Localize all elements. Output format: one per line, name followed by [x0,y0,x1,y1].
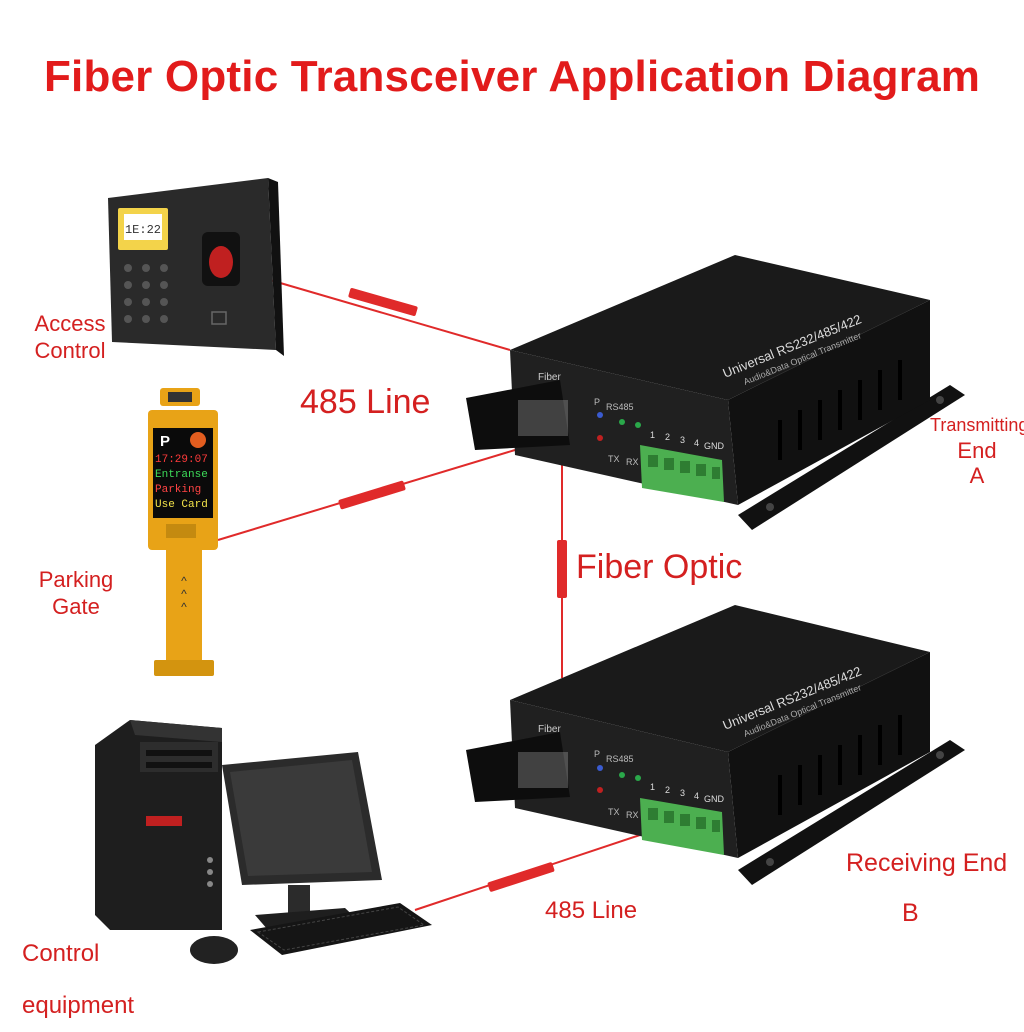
label-access-control-line1: Access [34,311,106,336]
diagram-title: Fiber Optic Transceiver Application Diag… [43,52,981,101]
transceiver-a-led-rs485: RS485 [606,402,634,412]
label-485-line-top: 485 Line [300,383,431,421]
transceiver-a-fiber-label: Fiber [538,372,561,383]
transceiver-b-term-2: 2 [665,785,670,795]
transceiver-a-term-2: 2 [665,432,670,442]
parking-sign-p: P [160,433,170,450]
label-fiber-optic: Fiber Optic [576,548,743,586]
label-parking-gate: Parking Gate [30,566,122,620]
label-transmitting-end-line3: A [969,463,985,488]
transceiver-b-term-4: 4 [694,791,699,801]
svg-text:^: ^ [181,600,187,614]
transceiver-a-term-3: 3 [680,435,685,445]
wire-connector-access [348,288,418,316]
transceiver-b: Universal RS232/485/422 Audio&Data Optic… [466,605,965,885]
transceiver-b-led-rs485: RS485 [606,754,634,764]
parking-sign-time: 17:29:07 [155,454,208,466]
transceiver-b-led-tx: TX [608,807,620,817]
label-transmitting-end-line1: Transmitting [930,415,1024,435]
wire-connector-parking [338,480,406,510]
label-access-control-line2: Control [34,338,106,363]
transceiver-a-led-tx: TX [608,454,620,464]
wire-connector-control [487,862,555,892]
transceiver-b-term-1: 1 [650,782,655,792]
parking-sign-line3: Use Card [155,499,208,511]
parking-sign-line2: Parking [155,484,201,496]
label-transmitting-end-line2: End [957,438,997,463]
access-keypad [124,264,168,323]
wire-access-to-a [269,279,511,351]
label-access-control: Access Control [28,310,112,364]
svg-text:^: ^ [181,587,187,601]
transceiver-b-term-gnd: GND [704,794,725,804]
transceiver-b-led-p: P [594,749,600,759]
label-control-equipment: Control equipment [22,928,134,1032]
label-parking-gate-line2: Gate [52,594,100,619]
label-control-equipment-line1: Control [22,940,100,967]
transceiver-a-led-p: P [594,397,600,407]
label-receiving-end: Receiving End B [846,838,1022,938]
transceiver-a-led-rx: RX [626,457,639,467]
transceiver-a: Universal RS232/485/422 Audio&Data Optic… [466,255,965,530]
label-control-equipment-line2: equipment [22,992,135,1019]
control-equipment-device [95,720,432,964]
transceiver-b-led-rx: RX [626,810,639,820]
transceiver-b-term-3: 3 [680,788,685,798]
transceiver-a-term-1: 1 [650,430,655,440]
label-receiving-end-line1: Receiving End [846,849,1008,877]
access-control-device: 1E:22 [108,178,284,356]
access-display-text: 1E:22 [125,223,161,237]
label-transmitting-end: Transmitting End A [930,413,1024,488]
wire-connector-fiber [557,540,567,598]
transceiver-b-fiber-label: Fiber [538,724,561,735]
transceiver-a-term-gnd: GND [704,441,725,451]
label-receiving-end-line2: B [902,899,919,927]
svg-text:^: ^ [181,574,187,588]
label-485-line-bottom: 485 Line [545,897,638,924]
parking-gate-device: P 17:29:07 Entranse Parking Use Card ^ ^… [148,388,218,676]
transceiver-a-term-4: 4 [694,438,699,448]
label-parking-gate-line1: Parking [38,567,114,592]
parking-sign-line1: Entranse [155,469,208,481]
